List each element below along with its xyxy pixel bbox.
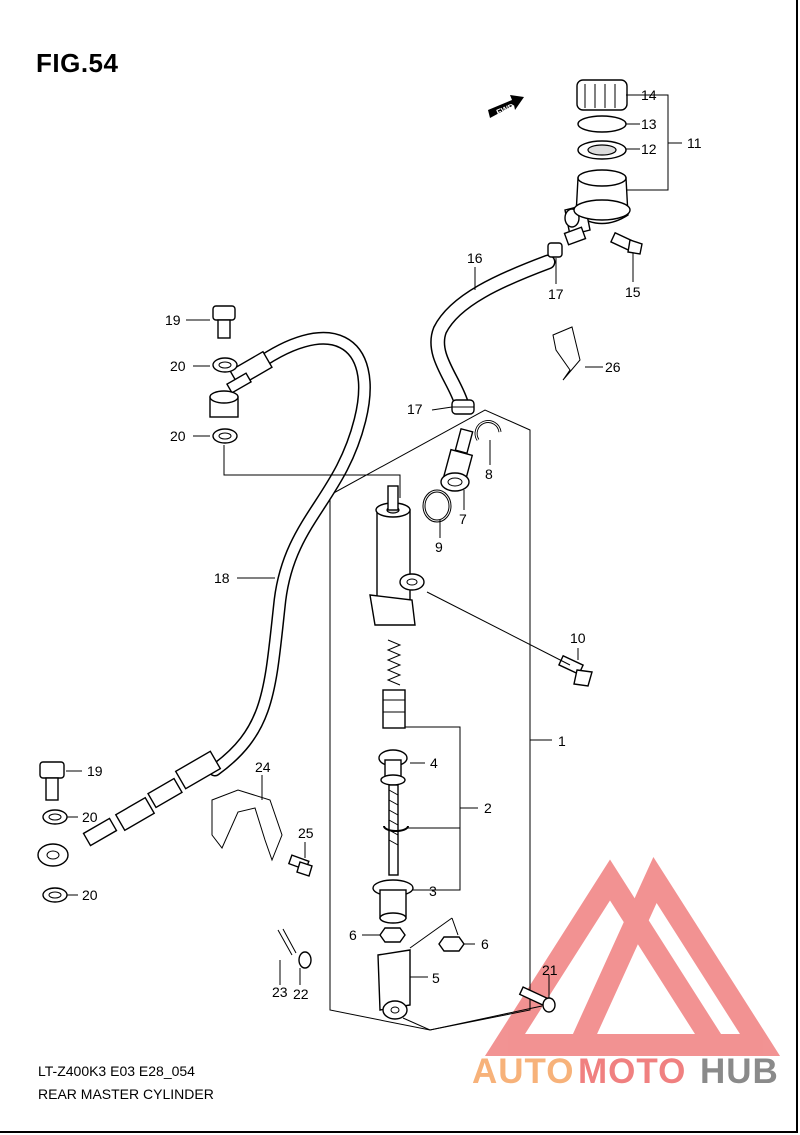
callout-24: 24 (255, 759, 271, 775)
drawing-code: LT-Z400K3 E03 E28_054 (38, 1063, 195, 1079)
callout-6-right: 6 (481, 936, 489, 952)
master-cylinder-body (369, 485, 425, 626)
callout-20-a: 20 (170, 358, 186, 374)
watermark-text: AUTO MOTO HUB (472, 1052, 779, 1091)
piston-spring-2 (382, 639, 406, 729)
washer-20-upper-a (212, 357, 238, 373)
washer-20-upper-b (212, 428, 238, 444)
watermark-hub: HUB (700, 1052, 779, 1091)
callout-13: 13 (641, 116, 657, 132)
callout-19-lower: 19 (87, 763, 103, 779)
washer-22 (298, 951, 312, 969)
bolt-19-lower (39, 761, 65, 801)
clamp-17-upper (547, 226, 587, 258)
bolt-25 (287, 854, 313, 877)
figure-title: FIG.54 (36, 48, 119, 78)
callout-4: 4 (430, 755, 438, 771)
callout-21: 21 (542, 962, 558, 978)
bolt-10 (557, 654, 593, 687)
boot-4 (378, 749, 408, 786)
callout-14: 14 (641, 87, 657, 103)
clamp-17-lower (451, 399, 475, 415)
pin-21 (518, 986, 556, 1013)
callout-15: 15 (625, 284, 641, 300)
callout-20-d: 20 (82, 887, 98, 903)
watermark-logo (484, 856, 781, 1056)
washer-20-lower-a (42, 809, 68, 825)
o-ring-9 (422, 489, 452, 523)
callout-25: 25 (298, 825, 314, 841)
cotter-pin-23 (277, 928, 297, 956)
callout-6-left: 6 (349, 927, 357, 943)
callout-17-upper: 17 (548, 286, 564, 302)
boot-3 (372, 879, 414, 924)
connector-7 (440, 427, 474, 492)
watermark-auto: AUTO (472, 1052, 575, 1091)
callout-20-c: 20 (82, 809, 98, 825)
clamp-24 (211, 789, 283, 862)
callout-11: 11 (687, 135, 702, 151)
callout-19-upper: 19 (165, 312, 181, 328)
callout-1: 1 (558, 733, 566, 749)
callout-3: 3 (429, 883, 437, 899)
bolt-19-upper (212, 305, 236, 339)
callout-8: 8 (485, 466, 493, 482)
reservoir-hose-16 (430, 254, 556, 413)
nut-6-right (438, 936, 465, 952)
screw-15 (609, 231, 643, 255)
callout-9: 9 (435, 539, 443, 555)
callout-labels: 1 2 3 4 5 6 6 7 8 9 10 11 12 13 14 15 16… (82, 87, 702, 1002)
joint-5 (377, 949, 411, 1020)
callout-18: 18 (214, 570, 230, 586)
fwd-label: FWD (495, 102, 515, 117)
callout-16: 16 (467, 250, 483, 266)
callout-12: 12 (641, 141, 657, 157)
circlip-8 (474, 420, 502, 441)
circlip-2 (383, 825, 409, 832)
callout-22: 22 (293, 986, 309, 1002)
callout-5: 5 (432, 970, 440, 986)
union-fitting-upper (209, 390, 239, 418)
callout-17-lower: 17 (407, 401, 423, 417)
brake-hose-18 (37, 331, 371, 867)
clip-26 (552, 326, 581, 381)
callout-2: 2 (484, 800, 492, 816)
drawing-name: REAR MASTER CYLINDER (38, 1086, 214, 1102)
washer-20-lower-b (42, 887, 68, 903)
watermark-moto: MOTO (578, 1052, 686, 1091)
leader-lines (66, 94, 682, 1031)
callout-26: 26 (605, 359, 621, 375)
callout-20-b: 20 (170, 428, 186, 444)
reservoir-11 (564, 79, 631, 236)
fwd-arrow: FWD (488, 95, 524, 118)
nut-6-left (379, 927, 406, 943)
callout-23: 23 (272, 984, 288, 1000)
assembly-outline (329, 409, 531, 1031)
callout-10: 10 (570, 630, 586, 646)
callout-7: 7 (459, 511, 467, 527)
